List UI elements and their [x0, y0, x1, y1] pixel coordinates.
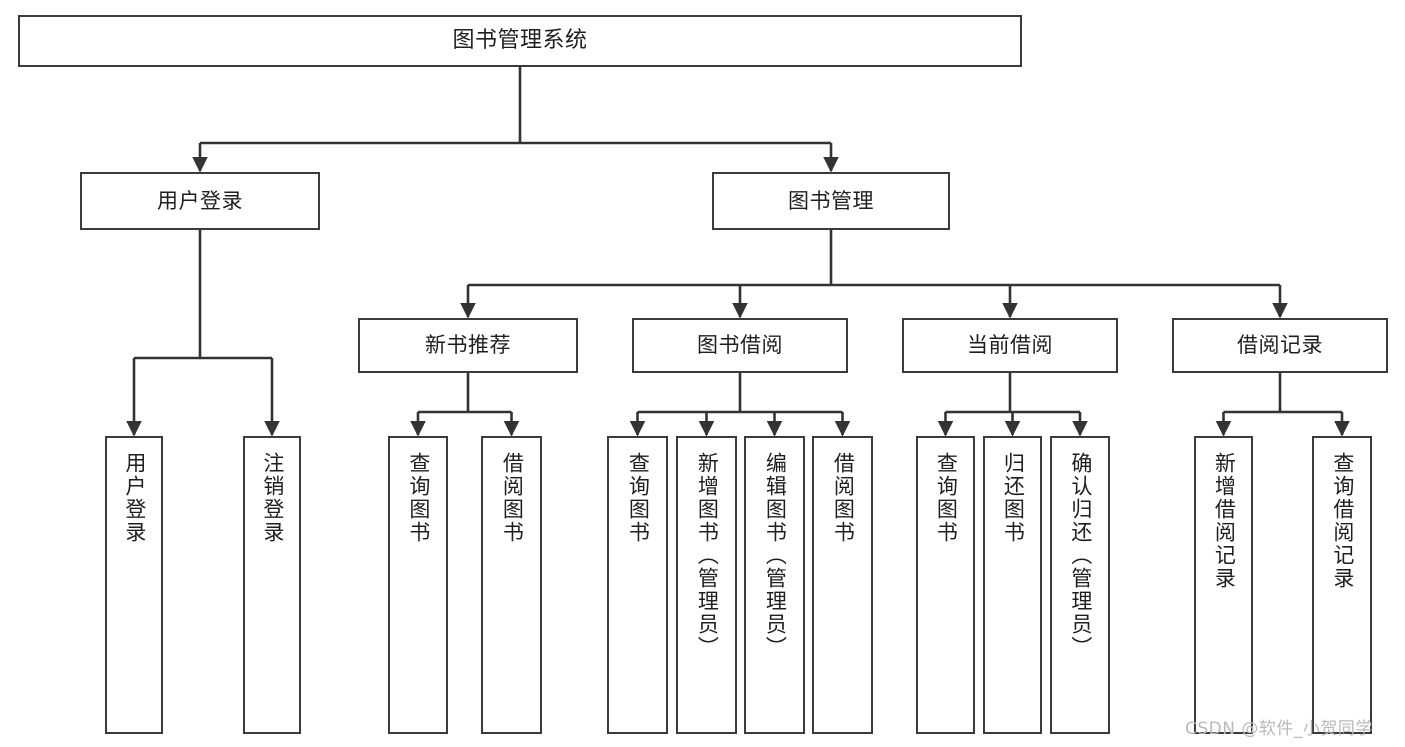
node-leaf-query-book-3[interactable]: 查询图书 — [916, 436, 975, 734]
node-label-book-borrow: 图书借阅 — [697, 333, 783, 358]
node-book-manage[interactable]: 图书管理 — [712, 172, 950, 230]
node-leaf-confirm-return[interactable]: 确认归还（管理员） — [1050, 436, 1110, 734]
node-label-leaf-edit-book: 编辑图书（管理员） — [763, 452, 788, 659]
node-label-book-manage: 图书管理 — [788, 188, 874, 213]
node-leaf-user-login[interactable]: 用户登录 — [105, 436, 163, 734]
node-label-leaf-user-login: 用户登录 — [122, 452, 147, 544]
node-leaf-edit-book[interactable]: 编辑图书（管理员） — [744, 436, 805, 734]
node-label-leaf-logout: 注销登录 — [260, 452, 285, 544]
node-label-leaf-borrow-book-2: 借阅图书 — [831, 452, 856, 544]
node-label-leaf-add-record: 新增借阅记录 — [1212, 452, 1237, 590]
node-leaf-add-record[interactable]: 新增借阅记录 — [1194, 436, 1253, 734]
node-label-borrow-record: 借阅记录 — [1237, 333, 1323, 358]
node-leaf-logout[interactable]: 注销登录 — [243, 436, 301, 734]
node-label-leaf-query-book-3: 查询图书 — [934, 452, 959, 544]
node-label-leaf-query-record: 查询借阅记录 — [1330, 452, 1355, 590]
node-label-leaf-query-book-2: 查询图书 — [626, 452, 651, 544]
node-label-user-login: 用户登录 — [157, 188, 243, 213]
node-leaf-add-book[interactable]: 新增图书（管理员） — [676, 436, 737, 734]
node-current-borrow[interactable]: 当前借阅 — [902, 318, 1118, 373]
node-leaf-borrow-book-2[interactable]: 借阅图书 — [812, 436, 873, 734]
node-label-new-book-rec: 新书推荐 — [425, 333, 511, 358]
node-root[interactable]: 图书管理系统 — [18, 15, 1022, 67]
node-leaf-return-book[interactable]: 归还图书 — [983, 436, 1042, 734]
node-leaf-query-book-2[interactable]: 查询图书 — [607, 436, 668, 734]
node-borrow-record[interactable]: 借阅记录 — [1172, 318, 1388, 373]
node-book-borrow[interactable]: 图书借阅 — [632, 318, 848, 373]
node-label-leaf-query-book-1: 查询图书 — [406, 452, 431, 544]
node-label-current-borrow: 当前借阅 — [967, 333, 1053, 358]
node-leaf-query-book-1[interactable]: 查询图书 — [388, 436, 448, 734]
node-label-leaf-borrow-book-1: 借阅图书 — [500, 452, 525, 544]
watermark-text: CSDN @软件_小贺同学 — [1185, 719, 1373, 739]
node-label-leaf-confirm-return: 确认归还（管理员） — [1068, 452, 1093, 659]
node-leaf-borrow-book-1[interactable]: 借阅图书 — [481, 436, 542, 734]
node-label-leaf-add-book: 新增图书（管理员） — [695, 452, 720, 659]
node-label-leaf-return-book: 归还图书 — [1001, 452, 1026, 544]
node-label-root: 图书管理系统 — [452, 28, 588, 54]
node-leaf-query-record[interactable]: 查询借阅记录 — [1312, 436, 1372, 734]
node-user-login[interactable]: 用户登录 — [80, 172, 320, 230]
node-new-book-rec[interactable]: 新书推荐 — [358, 318, 578, 373]
